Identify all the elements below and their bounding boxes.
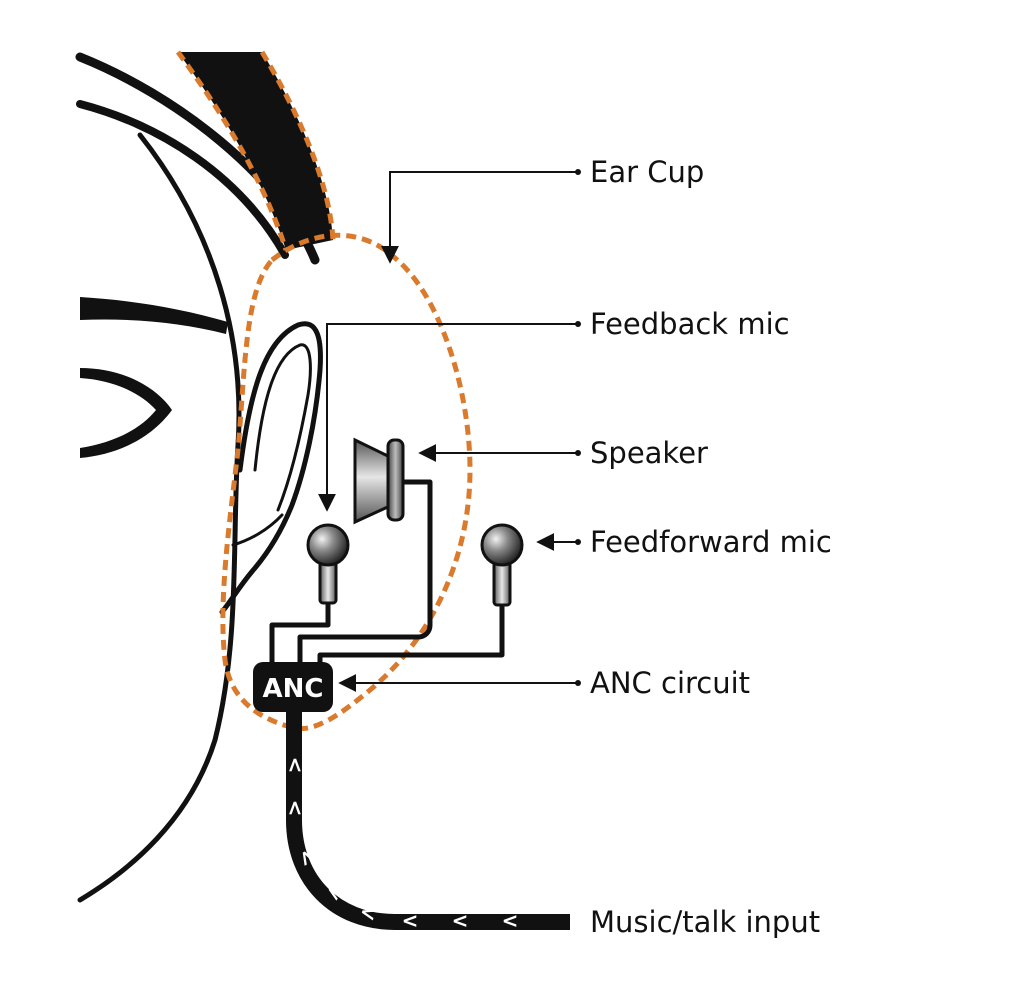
callout-dot [575, 680, 581, 686]
callout-dot [575, 450, 581, 456]
feedback-mic [306, 523, 350, 605]
feedforward-mic [480, 523, 524, 607]
signal-chevron: < [402, 909, 419, 933]
signal-chevron: < [452, 909, 469, 933]
callout-lines [318, 171, 578, 692]
ear [219, 321, 323, 615]
ear-outer [219, 321, 323, 615]
anc-box-text: ANC [263, 674, 324, 704]
signal-flow-chevrons: < < < < < < < < [284, 757, 519, 933]
label-feedback-mic: Feedback mic [590, 307, 790, 341]
headband-dashed-outline [175, 50, 336, 251]
eyebrow [80, 297, 228, 334]
signal-chevron: < [502, 909, 519, 933]
ear-inner [253, 343, 312, 512]
wire-feedforward-mic [317, 605, 505, 662]
wire-speaker [297, 479, 433, 662]
callout-dot [575, 169, 581, 175]
input-cable [286, 712, 570, 930]
label-anc-circuit: ANC circuit [590, 666, 750, 700]
anc-box [253, 662, 333, 712]
speaker [353, 437, 405, 525]
signal-chevron: < [284, 757, 308, 774]
speaker-cone [353, 437, 394, 525]
signal-chevron: < [357, 899, 379, 927]
headband [178, 52, 333, 250]
head-second-curve [76, 100, 289, 259]
anc-circuit-box: ANC [253, 662, 333, 712]
feedforward-mic-head [480, 523, 524, 567]
closed-eye [80, 368, 172, 458]
callout-dot [575, 321, 581, 327]
wire-feedback-mic [269, 600, 331, 662]
callout-dot [575, 539, 581, 545]
face-profile [77, 132, 242, 903]
label-speaker: Speaker [590, 436, 708, 470]
callout-dots [575, 169, 581, 686]
ear-lobe [231, 513, 284, 547]
speaker-magnet [386, 438, 405, 522]
feedback-mic-head [306, 523, 350, 567]
signal-chevron: < [284, 800, 308, 817]
label-ear-cup: Ear Cup [590, 155, 704, 189]
labels: Ear Cup Feedback mic Speaker Feedforward… [590, 155, 832, 939]
wiring [269, 479, 505, 662]
callout-ear-cup [381, 171, 578, 264]
label-music-input: Music/talk input [590, 905, 820, 939]
callout-feedback-mic [318, 323, 578, 512]
ear-cup-outline [220, 232, 473, 732]
label-feedforward-mic: Feedforward mic [590, 525, 832, 559]
